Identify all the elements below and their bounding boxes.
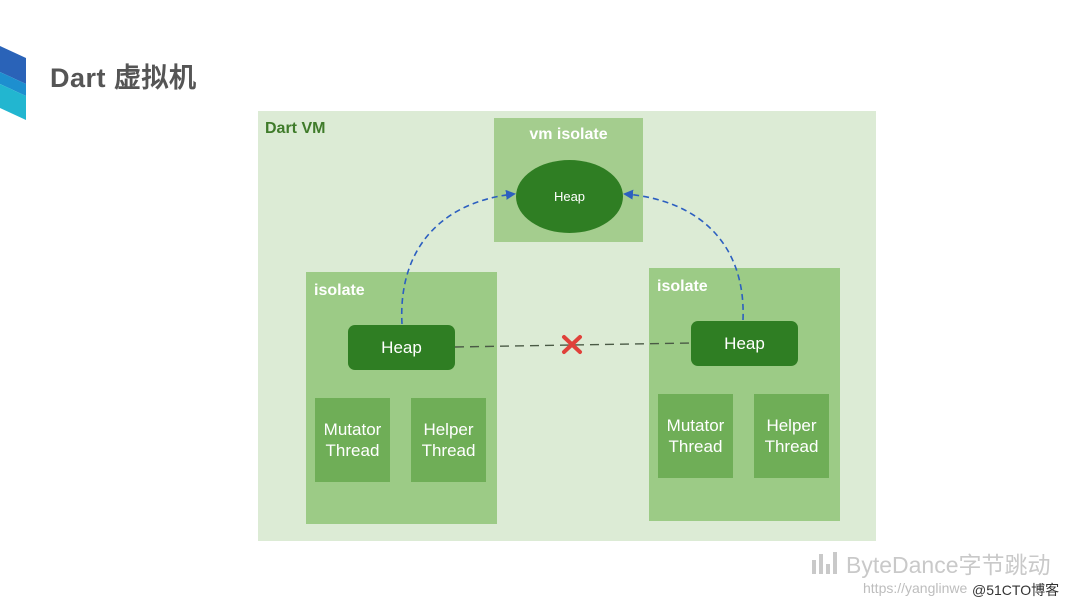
site-watermark: @51CTO博客 [972, 582, 1060, 598]
bytedance-watermark-text: ByteDance字节跳动 [846, 552, 1051, 578]
isolate-left-helper-thread: Helper Thread [411, 398, 486, 482]
helper-thread-line2: Thread [421, 441, 476, 460]
isolate-left-mutator-thread: Mutator Thread [315, 398, 390, 482]
source-url-watermark: https://yanglinwe [863, 580, 968, 596]
logo-top-facet [0, 46, 26, 84]
bytedance-logo-icon [812, 552, 837, 574]
mutator-thread-line1: Mutator [666, 416, 725, 435]
vm-isolate-label: vm isolate [529, 126, 608, 143]
helper-thread-line1: Helper [766, 416, 817, 435]
vm-isolate-heap: Heap [516, 160, 623, 233]
mutator-thread-line2: Thread [668, 437, 723, 456]
mutator-thread-line2: Thread [325, 441, 380, 460]
helper-thread-line2: Thread [764, 437, 819, 456]
mutator-thread-line1: Mutator [323, 420, 382, 439]
bytedance-watermark: ByteDance字节跳动 [812, 548, 1051, 578]
dart-vm-label: Dart VM [265, 120, 326, 137]
isolate-left-label: isolate [314, 282, 365, 299]
isolate-right-mutator-thread: Mutator Thread [658, 394, 733, 478]
logo-middle-facet [0, 72, 26, 96]
isolate-right-label: isolate [657, 278, 708, 295]
logo-bottom-facet [0, 84, 26, 120]
slide-title: Dart 虚拟机 [50, 63, 197, 93]
helper-thread-line1: Helper [423, 420, 474, 439]
isolate-right-heap: Heap [691, 321, 798, 366]
brand-logo [0, 46, 26, 120]
isolate-left-heap: Heap [348, 325, 455, 370]
isolate-right-helper-thread: Helper Thread [754, 394, 829, 478]
